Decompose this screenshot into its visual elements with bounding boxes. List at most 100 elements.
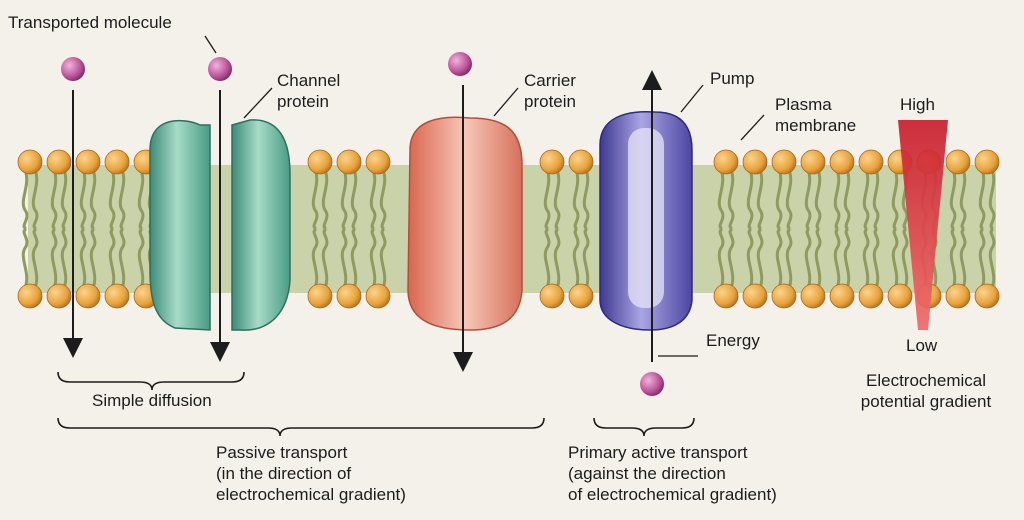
lipid-tail bbox=[553, 228, 561, 290]
lipid-tail bbox=[79, 168, 87, 230]
lipid-head bbox=[336, 283, 362, 309]
lipid-head bbox=[365, 149, 391, 175]
lipid-head bbox=[858, 149, 884, 175]
lipid-tail bbox=[891, 168, 899, 230]
pump-core bbox=[628, 128, 664, 308]
lipid-tail bbox=[785, 168, 793, 230]
lipid-tail bbox=[21, 228, 29, 290]
lipid-tail bbox=[31, 168, 39, 230]
leader-line bbox=[493, 87, 519, 117]
leader-line bbox=[740, 114, 765, 141]
lipid-head bbox=[336, 149, 362, 175]
lipid-tail bbox=[746, 228, 754, 290]
lipid-head bbox=[945, 283, 971, 309]
lipid-tail bbox=[572, 228, 580, 290]
lipid-tail bbox=[340, 168, 348, 230]
carrier-protein bbox=[407, 116, 523, 331]
lipid-tail bbox=[959, 168, 967, 230]
lipid-tail bbox=[814, 168, 822, 230]
lipid-tail bbox=[311, 228, 319, 290]
lipid-tail bbox=[89, 228, 97, 290]
lipid-tail bbox=[756, 228, 764, 290]
lipid-tail bbox=[118, 168, 126, 230]
lipid-tail bbox=[862, 228, 870, 290]
lipid-tail bbox=[50, 168, 58, 230]
lipid-tail bbox=[872, 168, 880, 230]
lipid-tail bbox=[727, 228, 735, 290]
lipid-tail bbox=[60, 168, 68, 230]
lipid-tail bbox=[369, 168, 377, 230]
simple-diffusion-label: Simple diffusion bbox=[92, 391, 212, 410]
lipid-head bbox=[742, 283, 768, 309]
lipid-tail bbox=[843, 228, 851, 290]
lipid-tail bbox=[553, 168, 561, 230]
lipid-tail bbox=[891, 228, 899, 290]
lipid-head bbox=[887, 283, 913, 309]
lipid-tail bbox=[717, 168, 725, 230]
lipid-tail bbox=[833, 168, 841, 230]
lipid-tail bbox=[988, 228, 996, 290]
lipid-tail bbox=[543, 228, 551, 290]
lipid-tail bbox=[746, 168, 754, 230]
lipid-tail bbox=[89, 168, 97, 230]
lipid-head bbox=[17, 149, 43, 175]
lipid-tail bbox=[350, 168, 358, 230]
lipid-head bbox=[307, 283, 333, 309]
lipid-head bbox=[539, 149, 565, 175]
lipid-tail bbox=[833, 228, 841, 290]
lipid-tail bbox=[949, 168, 957, 230]
lipid-head bbox=[568, 283, 594, 309]
electrochemical-gradient-label: Electrochemical potential gradient bbox=[860, 371, 992, 411]
simple-diffusion-brace bbox=[57, 371, 245, 391]
molecule bbox=[61, 57, 85, 81]
transported-molecule-label: Transported molecule bbox=[8, 13, 172, 32]
lipid-tail bbox=[50, 228, 58, 290]
high-label: High bbox=[900, 95, 935, 114]
leader-line bbox=[204, 35, 217, 54]
lipid-tail bbox=[978, 168, 986, 230]
lipid-head bbox=[742, 149, 768, 175]
lipid-tail bbox=[21, 168, 29, 230]
lipid-tail bbox=[978, 228, 986, 290]
lipid-head bbox=[75, 283, 101, 309]
lipid-tail bbox=[804, 228, 812, 290]
lipid-tail bbox=[785, 228, 793, 290]
lipid-tail bbox=[901, 228, 909, 290]
lipid-head bbox=[46, 283, 72, 309]
lipid-tail bbox=[369, 228, 377, 290]
lipid-tail bbox=[814, 228, 822, 290]
lipid-tail bbox=[311, 168, 319, 230]
lipid-tail bbox=[340, 228, 348, 290]
lipid-tail bbox=[60, 228, 68, 290]
lipid-tail bbox=[756, 168, 764, 230]
lipid-tail bbox=[572, 168, 580, 230]
lipid-tail bbox=[988, 168, 996, 230]
leader-line bbox=[680, 84, 704, 113]
lipid-head bbox=[539, 283, 565, 309]
lipid-tail bbox=[582, 228, 590, 290]
channel-protein-label: Channel protein bbox=[277, 71, 341, 111]
molecule bbox=[208, 57, 232, 81]
lipid-head bbox=[75, 149, 101, 175]
lipid-tail bbox=[775, 168, 783, 230]
lipid-head-groups bbox=[17, 149, 1000, 309]
leader-line bbox=[243, 87, 273, 119]
energy-label: Energy bbox=[706, 331, 760, 350]
active-transport-brace bbox=[593, 417, 695, 437]
lipid-tail bbox=[582, 168, 590, 230]
pump-label: Pump bbox=[710, 69, 755, 88]
lipid-head bbox=[858, 283, 884, 309]
lipid-tail bbox=[350, 228, 358, 290]
lipid-tail bbox=[379, 168, 387, 230]
lipid-tail bbox=[321, 168, 329, 230]
lipid-tail bbox=[775, 228, 783, 290]
lipid-tail bbox=[843, 168, 851, 230]
low-label: Low bbox=[906, 336, 938, 355]
lipid-head bbox=[713, 283, 739, 309]
lipid-head bbox=[568, 149, 594, 175]
carrier-protein-label: Carrier protein bbox=[524, 71, 576, 111]
lipid-tail bbox=[321, 228, 329, 290]
lipid-head bbox=[307, 149, 333, 175]
